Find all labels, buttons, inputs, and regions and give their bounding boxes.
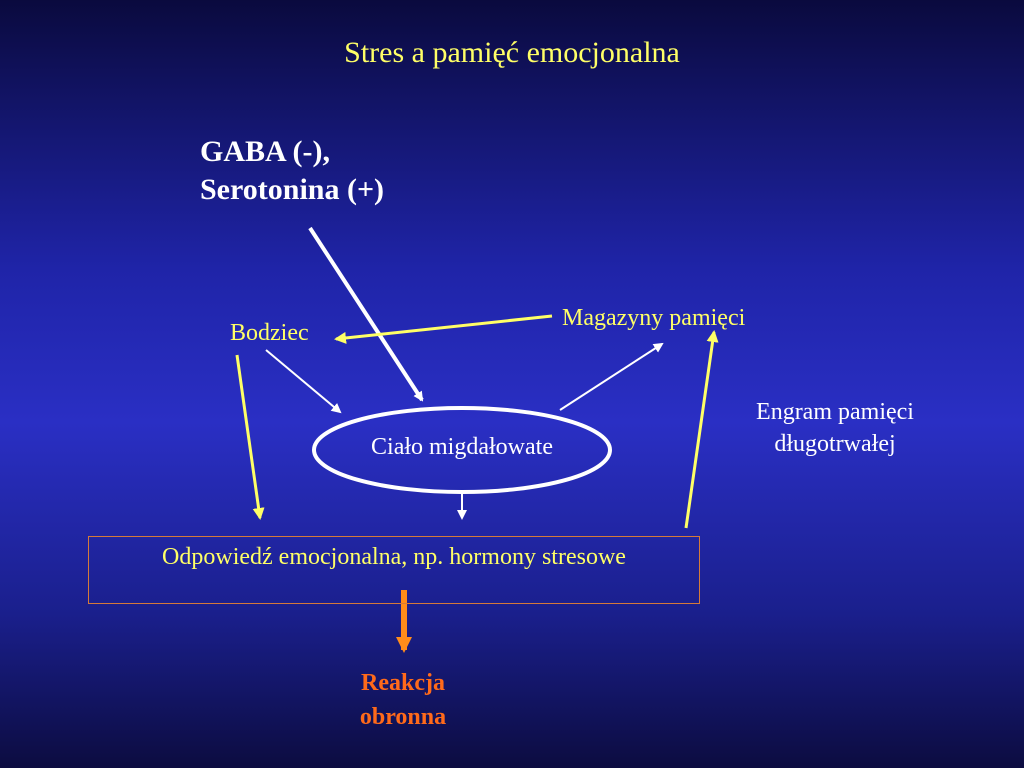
slide-title: Stres a pamięć emocjonalna: [344, 36, 680, 69]
arrow-bodziec-to-response: [235, 354, 265, 520]
response-label: Odpowiedź emocjonalna, np. hormony stres…: [162, 544, 626, 570]
neurotransmitters-label: GABA (-), Serotonina (+): [200, 133, 384, 209]
engram-label: Engram pamięci długotrwałej: [756, 399, 914, 457]
magazyny-label: Magazyny pamięci: [562, 305, 746, 331]
arrow-gaba-to-amygdala: [308, 226, 424, 402]
arrow-magazyny-to-bodziec: [334, 314, 553, 344]
serotonina-label: Serotonina (+): [200, 173, 385, 206]
response-box: [88, 536, 700, 604]
arrow-amygdala-to-magazyny: [559, 342, 664, 411]
arrow-bodziec-to-amygdala: [265, 349, 342, 414]
bodziec-label: Bodziec: [230, 320, 309, 346]
arrow-response-to-magazyny: [684, 330, 719, 529]
amygdala-label: Ciało migdałowate: [371, 434, 553, 460]
gaba-label: GABA (-),: [200, 135, 330, 168]
reakcja-label: Reakcja obronna: [359, 670, 447, 730]
